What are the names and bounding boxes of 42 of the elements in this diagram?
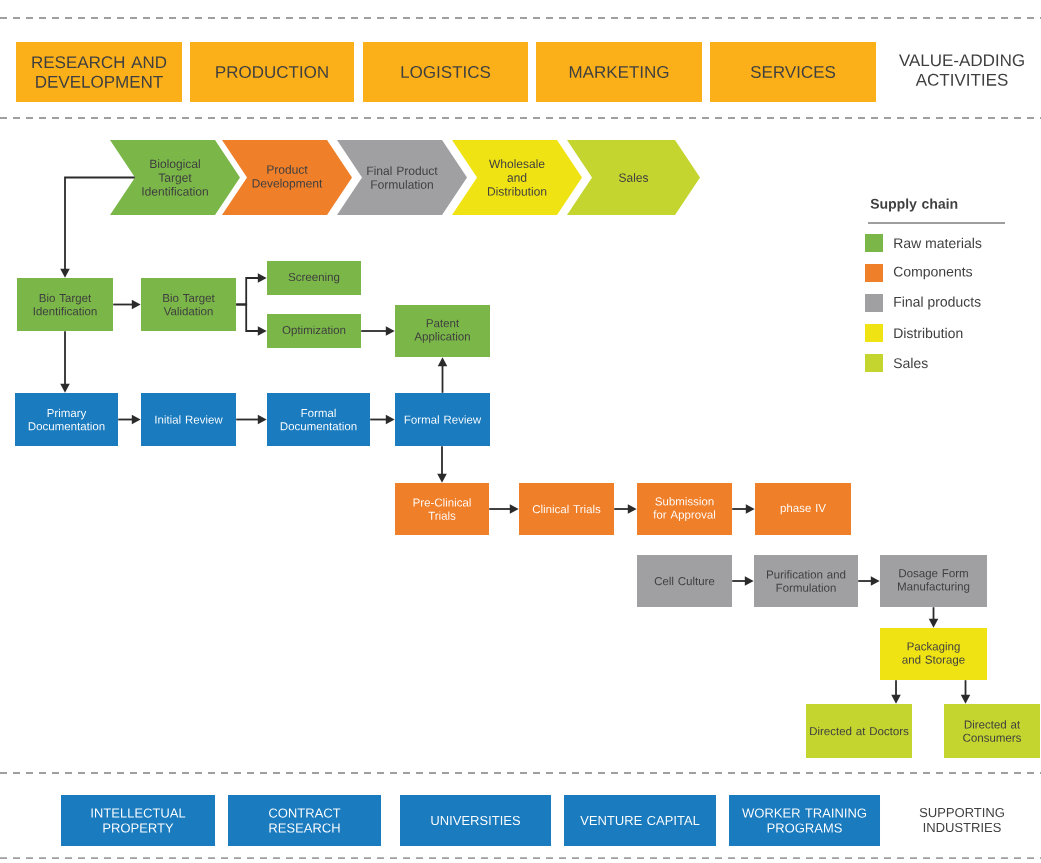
process-box: Clinical Trials: [519, 483, 614, 535]
chevron-step: Final Product Formulation: [337, 140, 467, 215]
process-box: Formal Documentation: [267, 393, 370, 446]
process-box: phase IV: [755, 483, 851, 535]
process-box: Dosage Form Manufacturing: [880, 555, 987, 607]
activity-box: LOGISTICS: [363, 42, 528, 102]
section-label: VALUE-ADDING ACTIVITIES: [898, 54, 1024, 86]
process-box: Bio Target Identification: [17, 278, 113, 331]
activity-box: RESEARCH AND DEVELOPMENT: [16, 42, 182, 102]
activity-box: MARKETING: [536, 42, 702, 102]
chevron-step: Sales: [567, 140, 700, 215]
process-box: Submission for Approval: [637, 483, 732, 535]
industry-box: CONTRACT RESEARCH: [228, 795, 381, 846]
legend-heading: Supply chain: [870, 198, 958, 212]
process-box: Formal Review: [395, 393, 490, 446]
process-box: Cell Culture: [637, 555, 732, 607]
process-box: Purification and Formulation: [754, 555, 858, 607]
process-box: Directed at Doctors: [806, 704, 912, 758]
process-box: Initial Review: [141, 393, 236, 446]
industry-box: WORKER TRAINING PROGRAMS: [729, 795, 880, 846]
chevron-step: Product Development: [222, 140, 352, 215]
process-box: Optimization: [267, 314, 361, 348]
process-box: Screening: [267, 261, 361, 295]
legend-label: Raw materials: [894, 237, 982, 249]
industry-box: VENTURE CAPITAL: [564, 795, 716, 846]
legend-label: Final products: [894, 296, 981, 310]
process-box: Patent Application: [395, 305, 490, 357]
legend-label: Sales: [893, 357, 928, 369]
industry-box: INTELLECTUAL PROPERTY: [61, 795, 215, 846]
section-label: SUPPORTING INDUSTRIES: [919, 807, 1004, 833]
activity-box: PRODUCTION: [190, 42, 354, 102]
process-box: Directed at Consumers: [944, 704, 1040, 758]
industry-box: UNIVERSITIES: [400, 795, 551, 846]
process-box: Pre-Clinical Trials: [395, 483, 489, 535]
chevron-step: Wholesale and Distribution: [452, 140, 582, 215]
activity-box: SERVICES: [710, 42, 876, 102]
legend-label: Distribution: [894, 327, 963, 339]
legend-label: Components: [893, 266, 973, 280]
process-box: Bio Target Validation: [141, 278, 236, 331]
process-box: Primary Documentation: [15, 393, 118, 446]
process-box: Packaging and Storage: [880, 628, 987, 680]
chevron-step: Biological Target Identification: [110, 140, 240, 215]
